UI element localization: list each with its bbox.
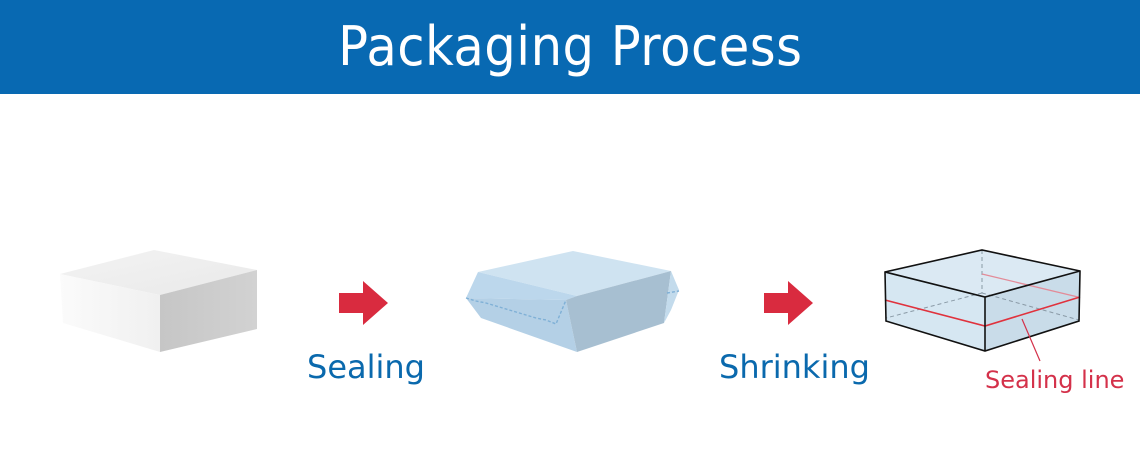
sealed-box (465, 251, 680, 352)
film-right-end (664, 271, 679, 323)
step-label-shrinking: Shrinking (719, 348, 870, 386)
step-label-sealing: Sealing (307, 348, 425, 386)
seal-seam (465, 297, 567, 325)
unwrapped-box (60, 250, 257, 352)
box-top-face (60, 250, 257, 295)
hidden-edge (981, 292, 1080, 321)
header-banner: Packaging Process (0, 0, 1140, 94)
arrow-right-icon (339, 281, 388, 325)
film-left-face (466, 272, 577, 300)
sealing-line-annotation: Sealing line (985, 366, 1125, 394)
box-right-face (160, 270, 257, 352)
film-top-face (478, 251, 671, 296)
box-left-face (60, 274, 160, 352)
page-title: Packaging Process (337, 15, 803, 78)
shrunk-box (884, 249, 1081, 362)
film-left-lower-face (466, 298, 577, 352)
film-right-face (566, 271, 671, 352)
wrap-left-face (885, 272, 985, 351)
box-outline (884, 249, 1081, 352)
arrow-right-icon (764, 281, 813, 325)
seal-seam-right (666, 290, 680, 294)
hidden-edge (885, 292, 983, 319)
annotation-leader-line (1021, 318, 1041, 362)
